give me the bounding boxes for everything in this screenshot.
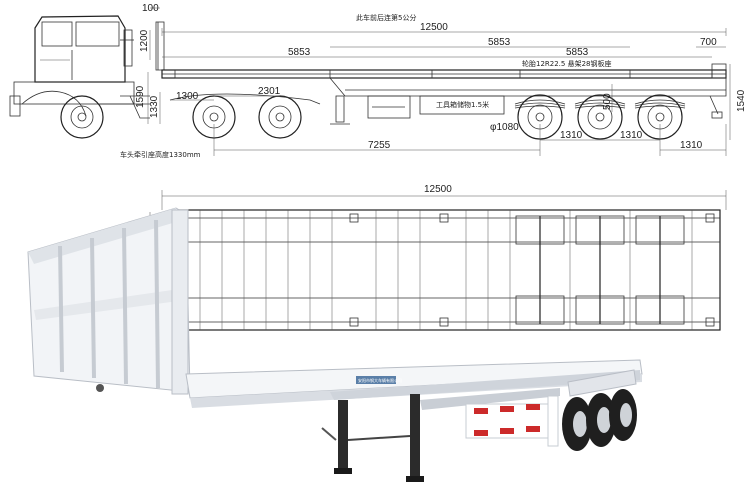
leaf-spring [634, 99, 686, 109]
dim-1310-b: 1310 [620, 130, 643, 141]
dim-1590: 1590 [135, 85, 146, 108]
dim-5853-right: 5853 [566, 47, 589, 58]
maker-plate: 安阳市钢大车辆有限公司 [358, 377, 402, 383]
dim-1200: 1200 [139, 29, 150, 52]
dim-700: 700 [700, 37, 717, 48]
twist-lock [349, 317, 359, 327]
deck-render: 安阳市钢大车辆有限公司 [185, 359, 643, 410]
landing-legs [321, 394, 424, 482]
dim-1310-a: 1310 [560, 130, 583, 141]
dim-500: 500 [602, 93, 613, 110]
dim-1540: 1540 [736, 89, 747, 112]
plan-axle [635, 215, 685, 325]
twist-lock [349, 213, 359, 223]
plan-axle [515, 215, 565, 325]
dim-12500-side: 12500 [420, 22, 448, 33]
side-guard [465, 395, 559, 447]
dim-1330: 1330 [149, 95, 160, 118]
dim-100: 100 [142, 3, 159, 14]
tractor-wheel [60, 95, 104, 139]
twist-lock [439, 213, 449, 223]
side-view-drawing: 100 1200 此车前后连第5公分 12500 5853 5853 5853 … [9, 3, 747, 159]
trailer-photo: 安阳市钢大车辆有限公司 [27, 207, 643, 482]
dim-1310-c: 1310 [680, 140, 703, 151]
tire-render [562, 397, 592, 451]
twist-lock [705, 317, 715, 327]
trailer-drive-wheel [258, 95, 302, 139]
crossmembers [199, 210, 693, 330]
plan-axle [575, 215, 625, 325]
note-top: 此车前后连第5公分 [356, 13, 416, 22]
dimension-lines [147, 7, 731, 156]
tractor-cab [9, 15, 150, 117]
top-view-drawing: 12500 [138, 184, 727, 331]
trailer-deck [161, 63, 727, 97]
headboard-render [27, 207, 191, 395]
leaf-spring [574, 99, 626, 109]
trailer-wheel [577, 94, 623, 140]
note-toolbox: 工具箱储物1.5米 [436, 100, 489, 109]
tire-render [609, 389, 637, 441]
twist-lock [439, 317, 449, 327]
leaf-spring [514, 99, 566, 109]
tire-render [586, 393, 616, 447]
dim-2301: 2301 [258, 86, 281, 97]
front-headboard [155, 21, 165, 71]
dim-7255: 7255 [368, 140, 391, 151]
twist-lock [705, 213, 715, 223]
dim-1300: 1300 [176, 91, 199, 102]
note-tire: 轮胎12R22.5 悬架28钢板座 [522, 59, 612, 68]
dim-12500-top: 12500 [424, 184, 452, 195]
note-kingpin: 车头牵引座高度1330mm [120, 150, 201, 159]
dim-5853-left: 5853 [288, 47, 311, 58]
dim-5853-mid: 5853 [488, 37, 511, 48]
toolbox [367, 95, 505, 119]
plan-frame [174, 209, 721, 331]
dim-1080: φ1080 [490, 122, 519, 133]
landing-gear [330, 95, 350, 125]
